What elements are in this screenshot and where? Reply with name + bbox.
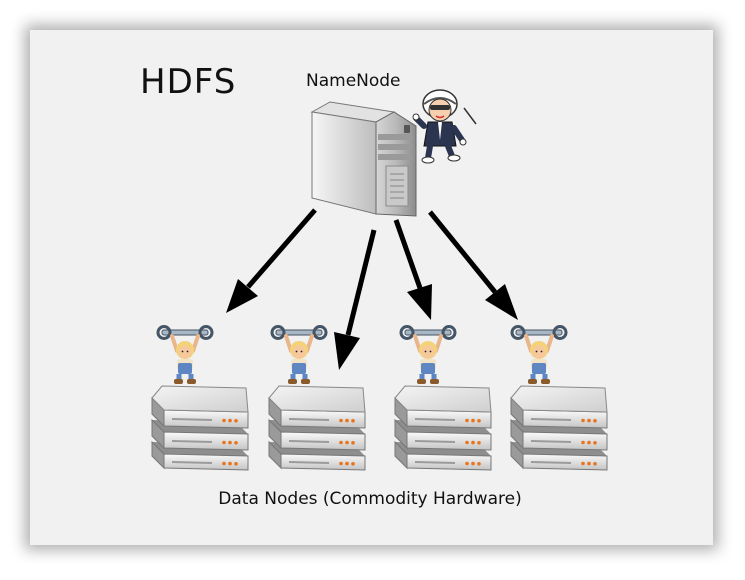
datanode-server-icon-3 (394, 385, 492, 471)
worker-icon-4 (512, 327, 566, 385)
datanode-server-icon-1 (151, 385, 249, 471)
slide: HDFS NameNode (30, 30, 713, 545)
datanode-server-icon-2 (268, 385, 366, 471)
namenode-server-icon (310, 101, 417, 217)
datanodes-label: Data Nodes (Commodity Hardware) (218, 489, 522, 509)
arrow-to-datanode-2 (334, 229, 377, 370)
arrow-to-datanode-4 (428, 210, 518, 320)
arrow-to-datanode-1 (226, 208, 317, 313)
arrows (226, 208, 518, 370)
operator-mascot-icon (412, 89, 477, 164)
worker-icon-3 (401, 327, 455, 385)
datanode-server-icon-4 (510, 385, 608, 471)
worker-icon-2 (272, 327, 326, 385)
diagram-title: HDFS (140, 62, 237, 102)
worker-icon-1 (158, 327, 212, 385)
arrow-to-datanode-3 (393, 219, 432, 320)
namenode-label: NameNode (306, 71, 401, 91)
hdfs-diagram (151, 89, 608, 471)
